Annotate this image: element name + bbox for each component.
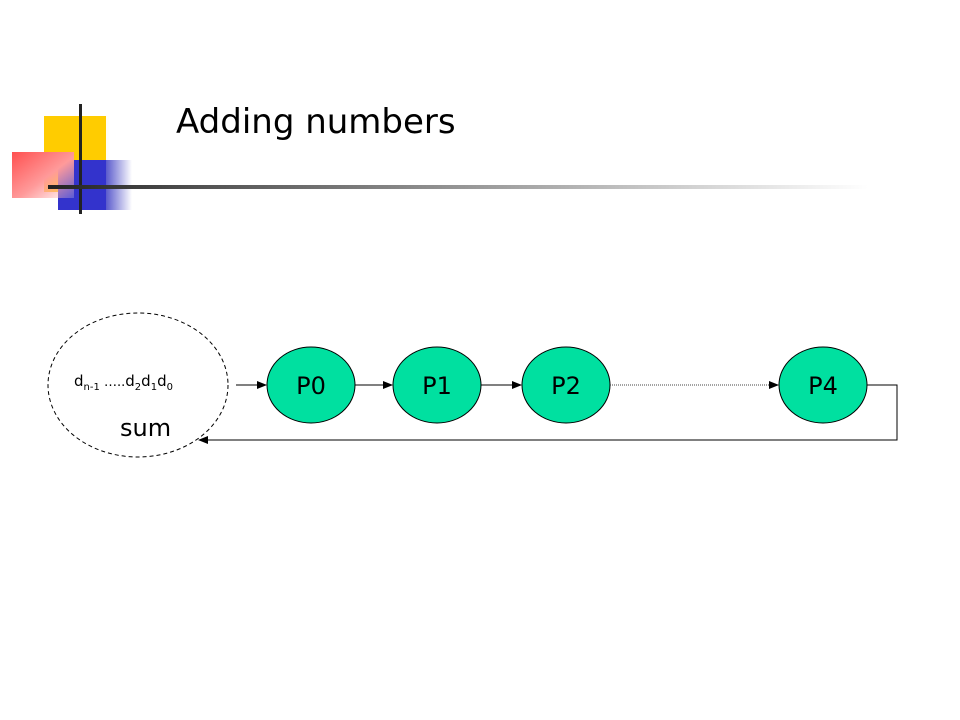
page-title: Adding numbers — [176, 102, 456, 142]
node-p4: P4 — [778, 346, 868, 424]
digit-0-base: d — [157, 372, 167, 390]
node-p0: P0 — [266, 346, 356, 424]
digit-2-sub: 2 — [135, 382, 141, 393]
title-rule — [48, 185, 868, 189]
node-p4-label: P4 — [808, 372, 838, 400]
digit-1-sub: 1 — [151, 382, 157, 393]
sum-label: sum — [120, 414, 171, 442]
digit-0-sub: 0 — [167, 382, 173, 393]
digit-1-base: d — [141, 372, 151, 390]
logo-vertical-line — [79, 104, 82, 214]
node-p2-label: P2 — [551, 372, 581, 400]
digit-sequence: dn-1 …..d2d1d0 — [74, 372, 173, 393]
digit-first-base: d — [74, 372, 84, 390]
digit-first-sub: n-1 — [84, 382, 100, 393]
digit-2-base: d — [125, 372, 135, 390]
node-p0-label: P0 — [296, 372, 326, 400]
node-p2: P2 — [521, 346, 611, 424]
node-p1-label: P1 — [422, 372, 452, 400]
logo-red-square — [12, 152, 74, 198]
arrow-p4-return — [198, 384, 898, 444]
digit-ellipsis: ….. — [100, 375, 125, 390]
node-p1: P1 — [392, 346, 482, 424]
input-set-circle — [47, 312, 229, 458]
